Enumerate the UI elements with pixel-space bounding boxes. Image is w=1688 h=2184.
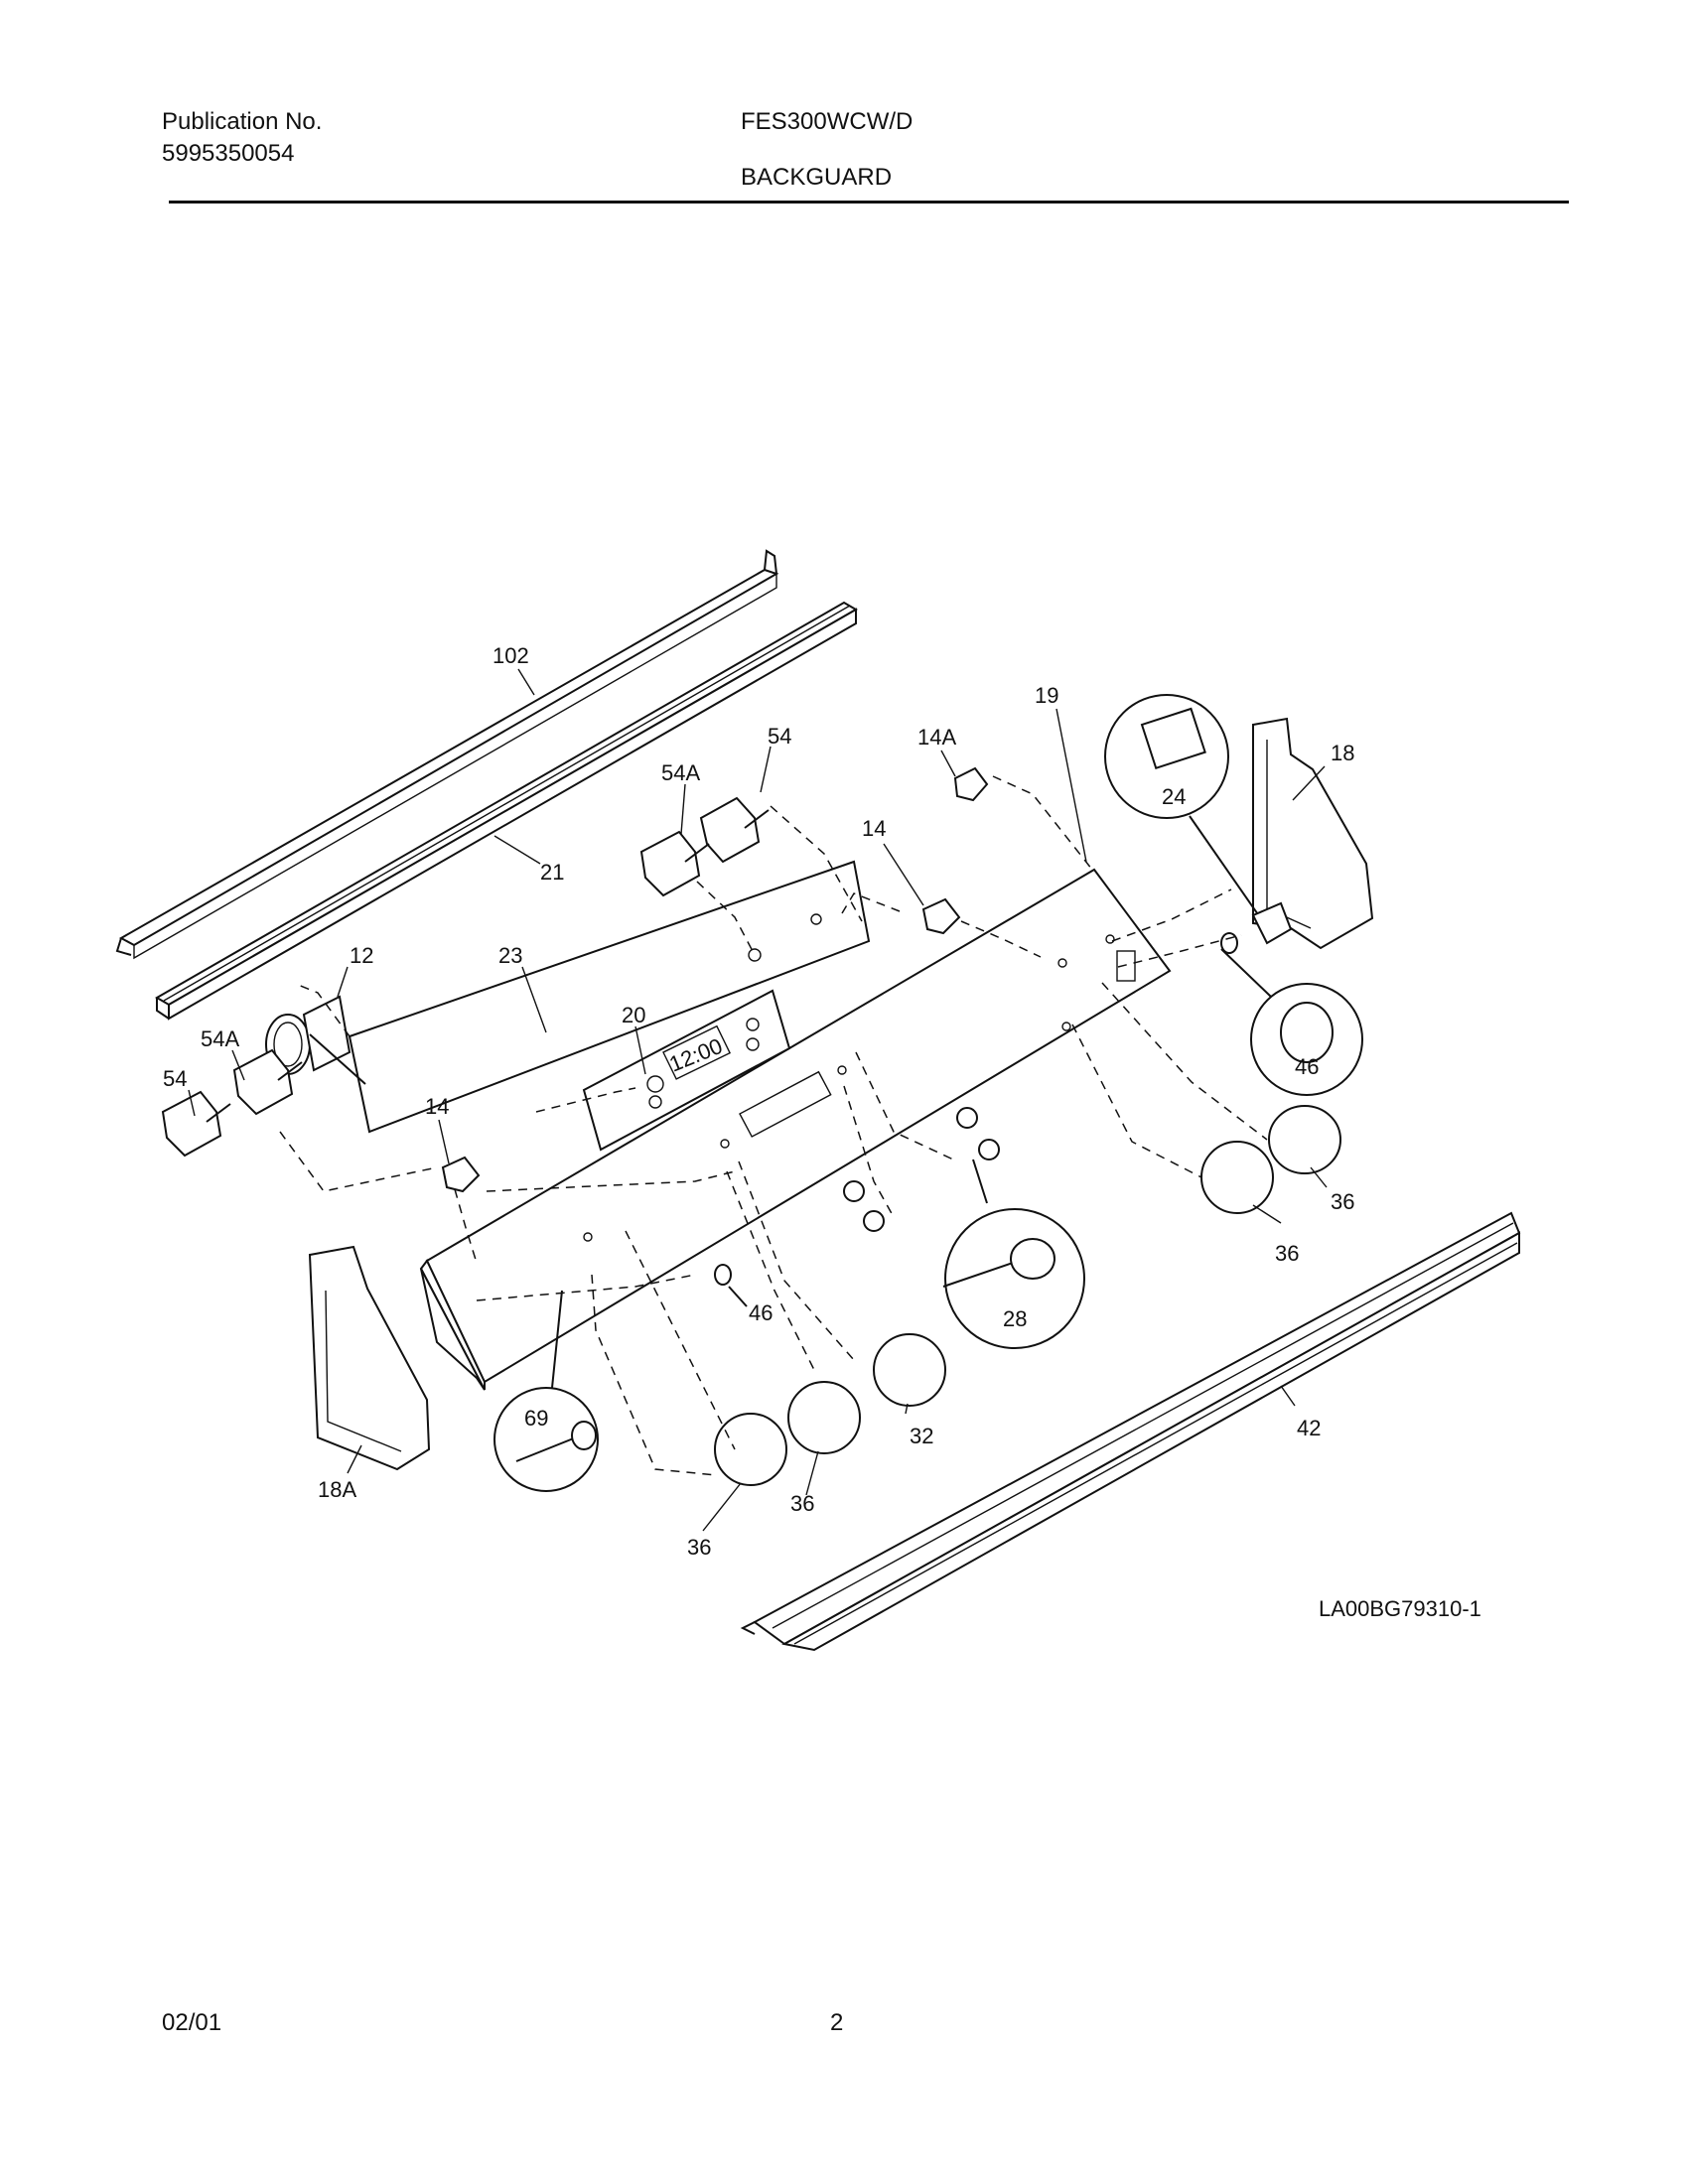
assembly-lines bbox=[279, 775, 1268, 1476]
callout-labels: 102 21 54 54A 14A 14 19 18 24 12 23 20 5… bbox=[163, 643, 1354, 1560]
callout-14a: 14A bbox=[917, 725, 956, 750]
callout-32: 32 bbox=[910, 1424, 933, 1448]
callout-18a: 18A bbox=[318, 1477, 356, 1502]
callout-20: 20 bbox=[622, 1003, 645, 1027]
callout-69: 69 bbox=[524, 1406, 548, 1431]
callout-12: 12 bbox=[350, 943, 373, 968]
part-21-channel bbox=[155, 601, 858, 1021]
part-23-rear-plate bbox=[348, 860, 871, 1134]
footer-page-number: 2 bbox=[830, 2009, 844, 2036]
publication-label: Publication No. bbox=[162, 108, 323, 135]
part-42-trim bbox=[740, 1211, 1521, 1652]
callout-36-c: 36 bbox=[790, 1491, 814, 1516]
model-number: FES300WCW/D bbox=[741, 108, 914, 135]
part-18a-end-cap-left bbox=[308, 1245, 431, 1471]
callout-24: 24 bbox=[1162, 784, 1186, 809]
callout-28: 28 bbox=[1003, 1306, 1027, 1331]
part-36-knob-right-2 bbox=[1200, 1141, 1274, 1214]
header-rule bbox=[169, 201, 1569, 204]
part-69-detail bbox=[493, 1290, 599, 1492]
part-32-knob bbox=[873, 1333, 946, 1407]
part-14-clip-top bbox=[921, 897, 961, 935]
part-54-switch-top bbox=[699, 796, 770, 864]
section-title: BACKGUARD bbox=[741, 164, 893, 191]
callout-14-top: 14 bbox=[862, 816, 886, 841]
part-54-switch-left bbox=[161, 1090, 231, 1158]
part-54a-switch-left bbox=[232, 1048, 303, 1116]
part-36-knob-bottom-2 bbox=[714, 1413, 787, 1486]
footer-date: 02/01 bbox=[162, 2009, 222, 2036]
callout-23: 23 bbox=[498, 943, 522, 968]
callout-42: 42 bbox=[1297, 1416, 1321, 1440]
part-19-main-panel bbox=[419, 868, 1172, 1391]
callout-36-d: 36 bbox=[687, 1535, 711, 1560]
callout-102: 102 bbox=[492, 643, 529, 668]
part-36-knob-bottom-1 bbox=[787, 1381, 861, 1454]
part-14-clip-left bbox=[441, 1156, 481, 1193]
callout-18: 18 bbox=[1331, 741, 1354, 765]
callout-54-left: 54 bbox=[163, 1066, 187, 1091]
callout-46-right: 46 bbox=[1295, 1054, 1319, 1079]
drawing-id: LA00BG79310-1 bbox=[1319, 1596, 1481, 1621]
callout-19: 19 bbox=[1035, 683, 1058, 708]
callout-14-left: 14 bbox=[425, 1094, 449, 1119]
part-46-small-knob bbox=[714, 1264, 748, 1307]
callout-54a-left: 54A bbox=[201, 1026, 239, 1051]
part-46-detail bbox=[1220, 932, 1363, 1096]
part-54a-switch-top bbox=[639, 830, 710, 897]
publication-number: 5995350054 bbox=[162, 140, 295, 167]
callout-36-a: 36 bbox=[1331, 1189, 1354, 1214]
callout-54a-top: 54A bbox=[661, 760, 700, 785]
part-36-knob-right-1 bbox=[1268, 1105, 1341, 1174]
callout-54-top: 54 bbox=[768, 724, 791, 749]
leader-lines bbox=[188, 668, 1328, 1532]
part-14a-clip bbox=[953, 766, 989, 802]
part-28-detail bbox=[843, 1107, 1085, 1349]
callout-36-b: 36 bbox=[1275, 1241, 1299, 1266]
part-102-strip bbox=[115, 549, 779, 960]
callout-21: 21 bbox=[540, 860, 564, 885]
callout-46-mid: 46 bbox=[749, 1300, 773, 1325]
part-24-detail bbox=[1104, 694, 1293, 945]
